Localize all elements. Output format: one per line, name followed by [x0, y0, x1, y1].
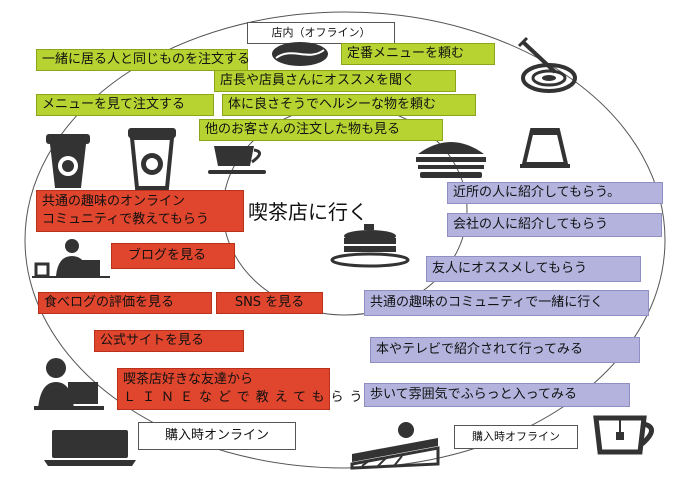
purchase-online-label: 購入時オンライン — [138, 422, 296, 450]
pasta-fork-icon — [517, 36, 577, 93]
tea-cup-icon — [593, 415, 654, 455]
purple-item-coworker: 会社の人に紹介してもらう — [447, 213, 662, 237]
laptop-person-icon — [32, 239, 110, 278]
purple-item-hobby-community: 共通の趣味のコミュニティで一緒に行く — [364, 290, 649, 316]
purple-item-neighbor: 近所の人に紹介してもらう。 — [447, 182, 663, 204]
outer-circle — [24, 11, 666, 469]
purchase-offline-label: 購入時オフライン — [454, 425, 578, 449]
green-item-ask-staff: 店長や店員さんにオススメを聞く — [214, 70, 456, 92]
takeout-cup-icon — [128, 128, 176, 190]
green-item-same-order: 一緒に居る人と同じものを注文する — [36, 49, 250, 71]
red-item-friend-line: 喫茶店好きな友達から ＬＩＮＥなどで教えてもらう — [117, 368, 362, 410]
green-item-menu-order: メニューを見て注文する — [36, 94, 214, 116]
laptop-icon — [44, 430, 136, 466]
red-item-online-community: 共通の趣味のオンライン コミュニティで教えてもらう — [36, 190, 244, 232]
purple-item-friend: 友人にオススメしてもらう — [426, 256, 641, 282]
pudding-icon — [520, 128, 570, 168]
green-item-healthy: 体に良さそうでヘルシーな物を頼む — [222, 94, 476, 116]
takeout-cup-icon — [46, 134, 90, 188]
green-item-other-guests: 他のお客さんの注文した物も見る — [199, 119, 443, 141]
green-item-standard-menu: 定番メニューを頼む — [341, 43, 495, 65]
coffee-cup-icon — [208, 146, 266, 174]
cake-slice-icon — [350, 422, 440, 470]
red-item-blog: ブログを見る — [111, 243, 235, 269]
desk-person-icon — [34, 358, 104, 410]
purple-item-walk-in: 歩いて雰囲気でふらっと入ってみる — [364, 383, 630, 407]
center-title: 喫茶店に行く — [248, 200, 368, 224]
red-item-sns: SNS を見る — [216, 292, 323, 314]
pancake-icon — [330, 224, 410, 268]
red-item-tabelog: 食べログの評価を見る — [38, 292, 212, 314]
purple-item-media: 本やテレビで紹介されて行ってみる — [370, 337, 640, 363]
red-item-official-site: 公式サイトを見る — [94, 330, 244, 352]
store-offline-label: 店内（オフライン） — [247, 22, 395, 44]
burger-icon — [416, 142, 486, 178]
coffee-bean-icon — [272, 42, 328, 66]
